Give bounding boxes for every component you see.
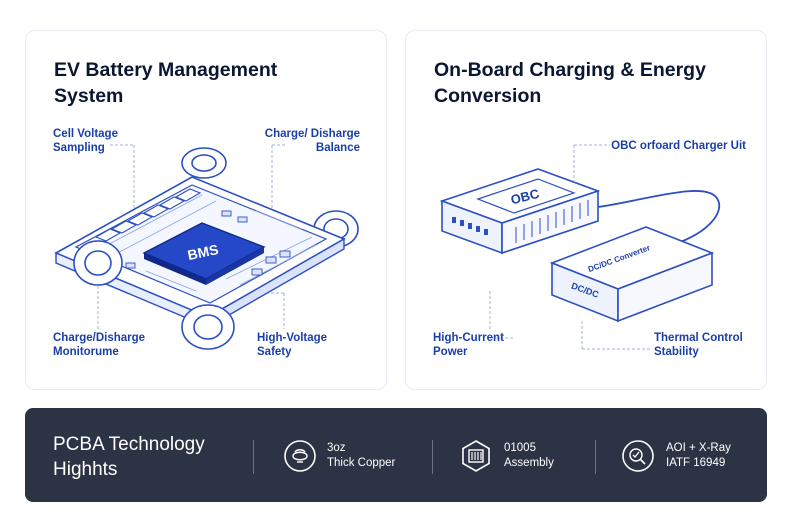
banner-title: PCBA Technology Highhts bbox=[53, 432, 253, 482]
inspection-icon bbox=[622, 440, 654, 472]
label-line: High-Current bbox=[433, 332, 504, 344]
label-line: Power bbox=[433, 346, 468, 358]
feature-assembly: 01005 Assembly bbox=[504, 441, 554, 471]
label-high-current: High-Current Power bbox=[433, 331, 504, 359]
banner-title-line2: Highhts bbox=[53, 459, 118, 480]
feature-line: AOI + X-Ray bbox=[666, 442, 731, 454]
obc-title-line1: On-Board Charging & Energy bbox=[434, 59, 706, 81]
feature-line: 01005 bbox=[504, 442, 536, 454]
label-line: High-Voltage bbox=[257, 332, 328, 344]
feature-line: Assembly bbox=[504, 457, 554, 469]
copper-coil-icon bbox=[284, 440, 316, 472]
feature-inspection: AOI + X-Ray IATF 16949 bbox=[666, 441, 731, 471]
pcba-highlights-banner: PCBA Technology Highhts 3oz Thick Copper… bbox=[25, 408, 767, 502]
label-line: Sampling bbox=[53, 142, 105, 154]
obc-box-label: OBC bbox=[509, 186, 541, 208]
feature-line: Thick Copper bbox=[327, 457, 396, 469]
divider bbox=[595, 440, 596, 474]
label-line: Balance bbox=[315, 142, 360, 154]
label-thermal: Thermal Control Stability bbox=[654, 331, 743, 359]
bms-title-line1: EV Battery Management bbox=[54, 59, 278, 81]
label-line: OBC orfoard Charger Uit bbox=[611, 140, 746, 152]
label-line: Charge/Disharge bbox=[53, 332, 146, 344]
bms-title-line2: System bbox=[54, 85, 124, 107]
label-line: Cell Voltage bbox=[53, 128, 118, 140]
banner-title-line1: PCBA Technology bbox=[53, 434, 205, 455]
obc-card: On-Board Charging & Energy Conversion OB… bbox=[405, 30, 767, 390]
label-line: Stability bbox=[654, 346, 699, 358]
divider bbox=[432, 440, 433, 474]
obc-title-line2: Conversion bbox=[434, 85, 542, 107]
obc-dcdc-illustration: OBC DC/DC Converter DC/DC bbox=[439, 144, 721, 350]
chip-assembly-icon bbox=[462, 440, 490, 472]
feature-line: 3oz bbox=[327, 442, 346, 454]
obc-title: On-Board Charging & Energy Conversion bbox=[434, 57, 734, 109]
label-line: Safety bbox=[257, 346, 292, 358]
label-obc-charger: OBC orfoard Charger Uit bbox=[566, 139, 746, 153]
label-line: Thermal Control bbox=[654, 332, 743, 344]
label-cell-voltage: Cell Voltage Sampling bbox=[53, 127, 118, 155]
bms-chip-label: BMS bbox=[186, 241, 220, 263]
label-monitor: Charge/Disharge Monitorume bbox=[53, 331, 145, 359]
label-hv-safety: High-Voltage Safety bbox=[257, 331, 327, 359]
feature-copper: 3oz Thick Copper bbox=[327, 441, 395, 471]
feature-line: IATF 16949 bbox=[666, 457, 726, 469]
bms-board-illustration: BMS bbox=[54, 144, 359, 350]
bms-card: EV Battery Management System bbox=[25, 30, 387, 390]
bms-title: EV Battery Management System bbox=[54, 57, 354, 109]
label-balance: Charge/ Disharge Balance bbox=[240, 127, 360, 155]
divider bbox=[253, 440, 254, 474]
label-line: Charge/ Disharge bbox=[264, 128, 360, 140]
label-line: Monitorume bbox=[53, 346, 119, 358]
